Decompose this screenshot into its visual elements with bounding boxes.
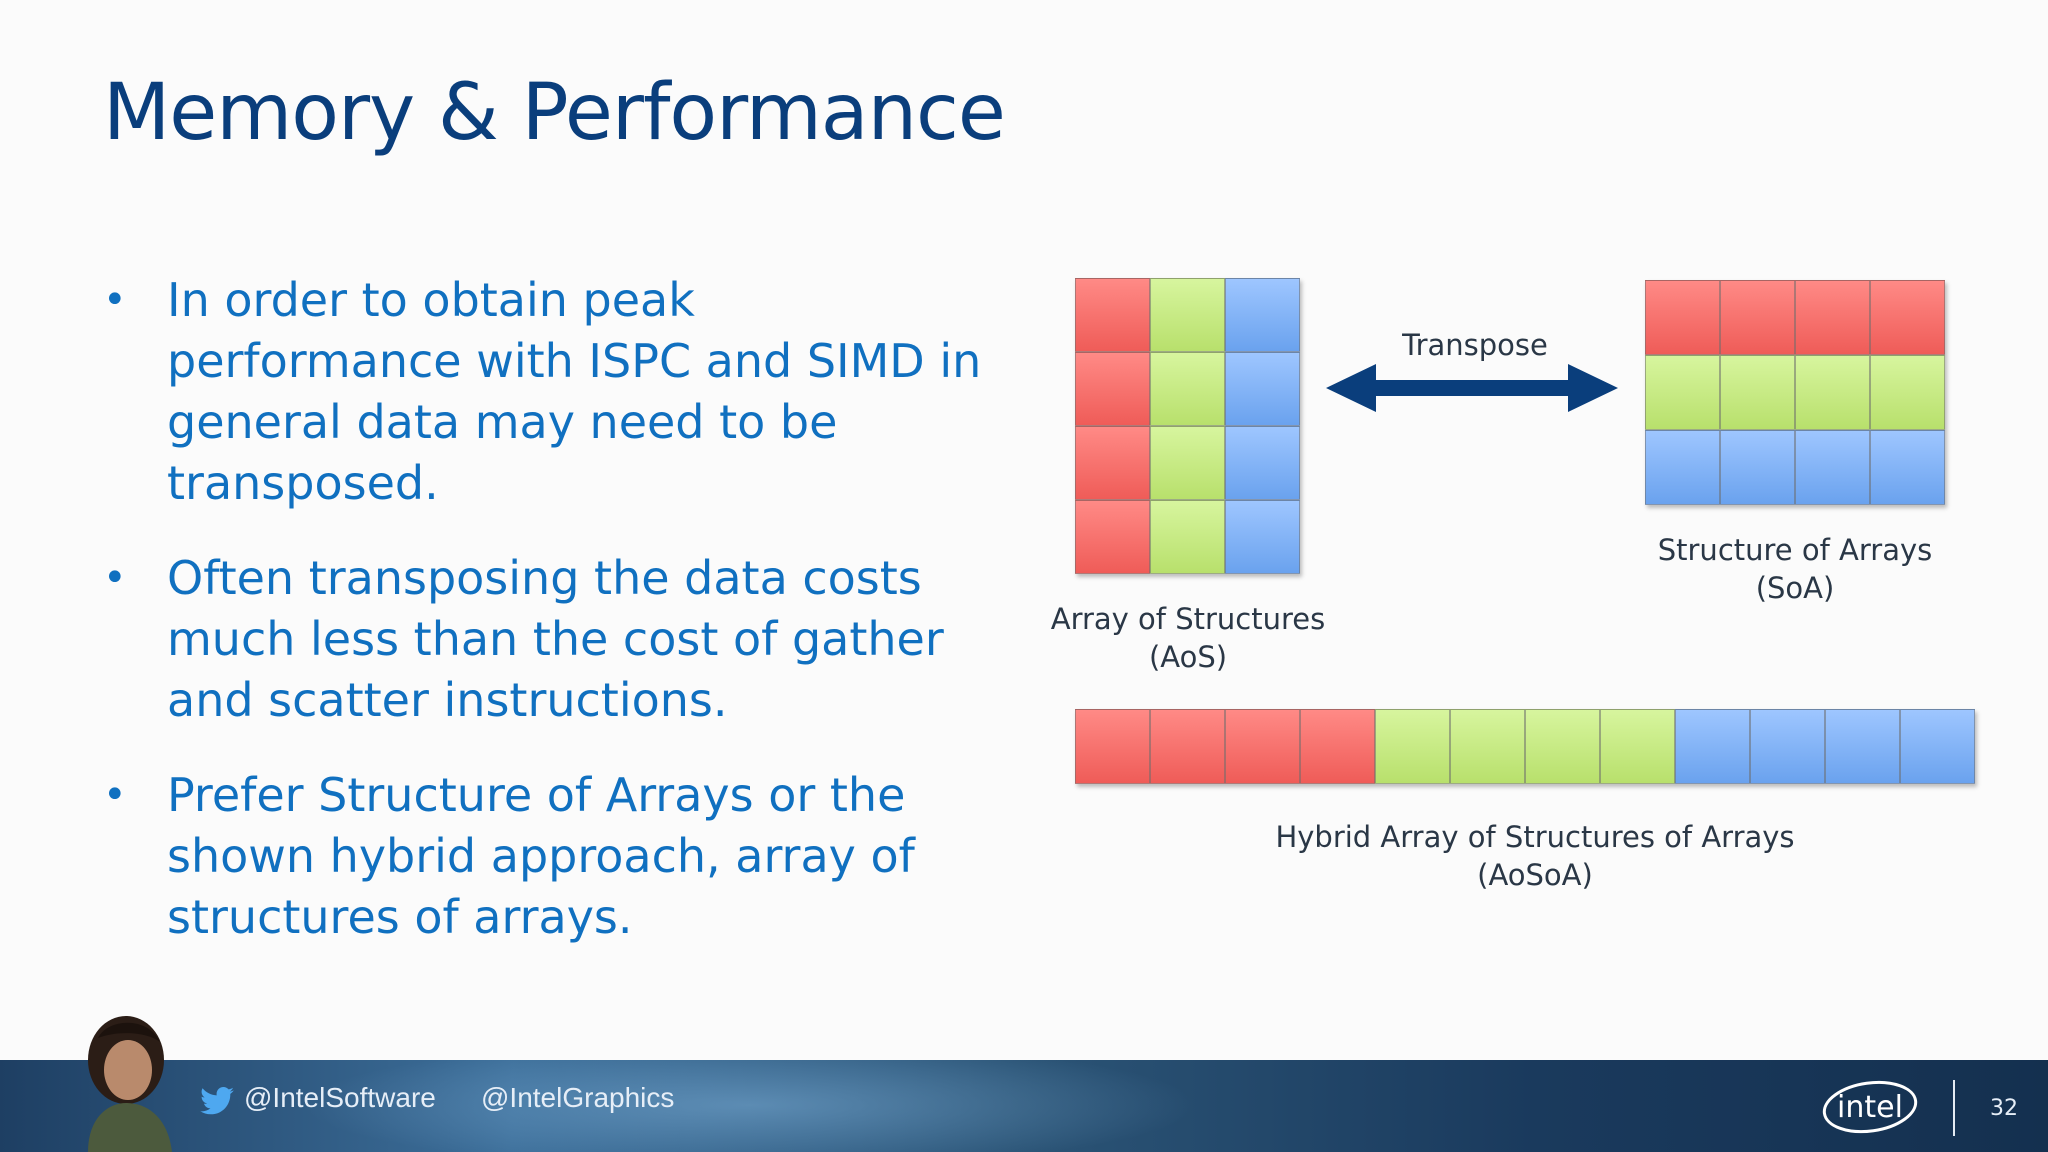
aosoa-cell-green [1600, 709, 1675, 784]
aos-cell-green [1150, 426, 1225, 500]
aos-caption: Array of Structures (AoS) [1040, 600, 1336, 676]
bullet-text: In order to obtain peak performance with… [167, 273, 982, 510]
soa-cell-green [1720, 355, 1795, 430]
soa-cell-blue [1720, 430, 1795, 505]
footer-bar [0, 1060, 2048, 1152]
aosoa-cell-red [1150, 709, 1225, 784]
aosoa-cell-blue [1900, 709, 1975, 784]
soa-grid [1645, 280, 1945, 505]
slide-title: Memory & Performance [103, 68, 1006, 158]
aosoa-cell-red [1075, 709, 1150, 784]
aosoa-cell-blue [1675, 709, 1750, 784]
bullet-list: • In order to obtain peak performance wi… [103, 270, 1003, 982]
aosoa-caption-line1: Hybrid Array of Structures of Arrays [1275, 820, 1795, 854]
page-number: 32 [1990, 1096, 2018, 1121]
footer-divider [1953, 1080, 1955, 1136]
soa-cell-blue [1795, 430, 1870, 505]
aos-caption-line1: Array of Structures [1050, 602, 1326, 636]
character-avatar-image [88, 1016, 172, 1152]
soa-cell-red [1795, 280, 1870, 355]
double-arrow-icon [1326, 364, 1618, 412]
soa-cell-red [1720, 280, 1795, 355]
intel-logo-text: intel [1837, 1090, 1903, 1125]
aos-cell-green [1150, 352, 1225, 426]
aosoa-caption-line2: (AoSoA) [1477, 858, 1593, 892]
soa-caption: Structure of Arrays (SoA) [1630, 531, 1960, 607]
soa-caption-line1: Structure of Arrays [1657, 533, 1933, 567]
aos-cell-blue [1225, 352, 1300, 426]
soa-cell-blue [1870, 430, 1945, 505]
aos-cell-blue [1225, 278, 1300, 352]
twitter-icon[interactable] [200, 1087, 234, 1115]
bullet-text: Prefer Structure of Arrays or the shown … [167, 768, 915, 944]
aos-cell-red [1075, 426, 1150, 500]
bullet-marker: • [103, 772, 127, 818]
aosoa-cell-blue [1825, 709, 1900, 784]
bullet-text: Often transposing the data costs much le… [167, 551, 944, 727]
soa-cell-green [1645, 355, 1720, 430]
aos-caption-line2: (AoS) [1148, 640, 1228, 674]
bullet-marker: • [103, 277, 127, 323]
footer-glow [300, 1060, 1200, 1152]
aosoa-cell-green [1525, 709, 1600, 784]
aos-cell-blue [1225, 500, 1300, 574]
aosoa-cell-red [1300, 709, 1375, 784]
aosoa-cell-green [1375, 709, 1450, 784]
aos-cell-green [1150, 278, 1225, 352]
aos-cell-blue [1225, 426, 1300, 500]
bullet-marker: • [103, 555, 127, 601]
transpose-label: Transpose [1402, 328, 1548, 362]
aosoa-cell-green [1450, 709, 1525, 784]
aos-cell-red [1075, 500, 1150, 574]
aos-cell-green [1150, 500, 1225, 574]
aos-grid [1075, 278, 1300, 574]
intel-logo: intel [1822, 1080, 1918, 1134]
aosoa-cell-red [1225, 709, 1300, 784]
aos-cell-red [1075, 352, 1150, 426]
aosoa-grid [1075, 709, 1975, 784]
aosoa-cell-blue [1750, 709, 1825, 784]
soa-cell-green [1870, 355, 1945, 430]
twitter-handle-intelsoftware[interactable]: @IntelSoftware [244, 1082, 436, 1113]
bullet-item: • In order to obtain peak performance wi… [103, 270, 1003, 514]
soa-cell-red [1645, 280, 1720, 355]
soa-cell-green [1795, 355, 1870, 430]
soa-cell-red [1870, 280, 1945, 355]
aos-cell-red [1075, 278, 1150, 352]
soa-caption-line2: (SoA) [1755, 571, 1835, 605]
twitter-handle-intelgraphics[interactable]: @IntelGraphics [481, 1082, 675, 1113]
aosoa-caption: Hybrid Array of Structures of Arrays (Ao… [1235, 818, 1835, 894]
bullet-item: • Prefer Structure of Arrays or the show… [103, 765, 1003, 948]
soa-cell-blue [1645, 430, 1720, 505]
bullet-item: • Often transposing the data costs much … [103, 548, 1003, 731]
